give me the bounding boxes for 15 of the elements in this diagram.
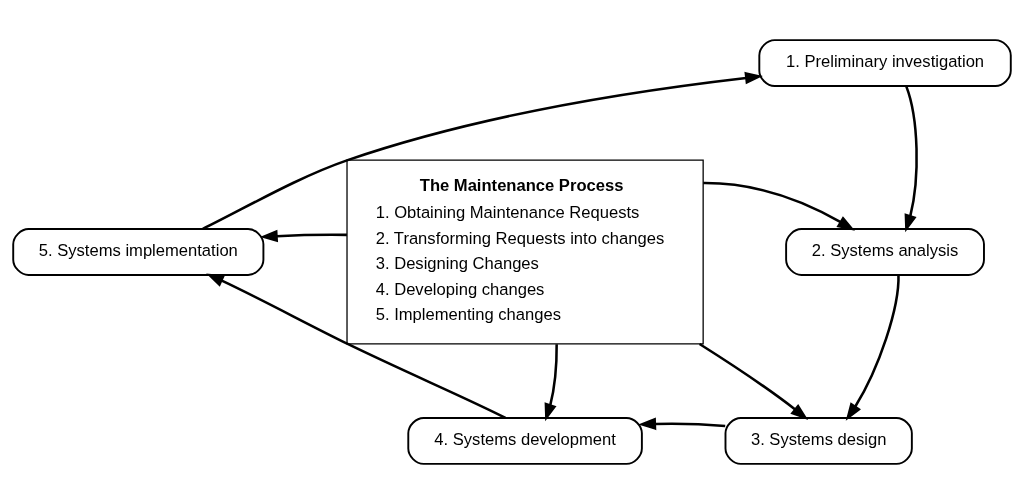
arrow [638,417,726,430]
arrow [259,229,347,242]
arrow [544,343,558,421]
arrow [698,342,809,420]
node-box: 5. Systems implementation [12,227,265,276]
arrow [206,273,507,419]
arrow [904,85,918,232]
node-box: 3. Systems design [724,416,913,465]
arrow [845,274,900,421]
arrow [202,71,763,230]
node-box: 1. Preliminary investigation [758,38,1012,87]
node-box: The Maintenance Process 1. Obtaining Maintenance Requests 2. Transforming Requests into changes 3. Designing Changes 4. Developing changes 5. Implementing changes [346,158,704,345]
node-box: 4. Systems development [407,416,643,465]
arrow [703,181,855,231]
node-box: 2. Systems analysis [785,227,985,276]
